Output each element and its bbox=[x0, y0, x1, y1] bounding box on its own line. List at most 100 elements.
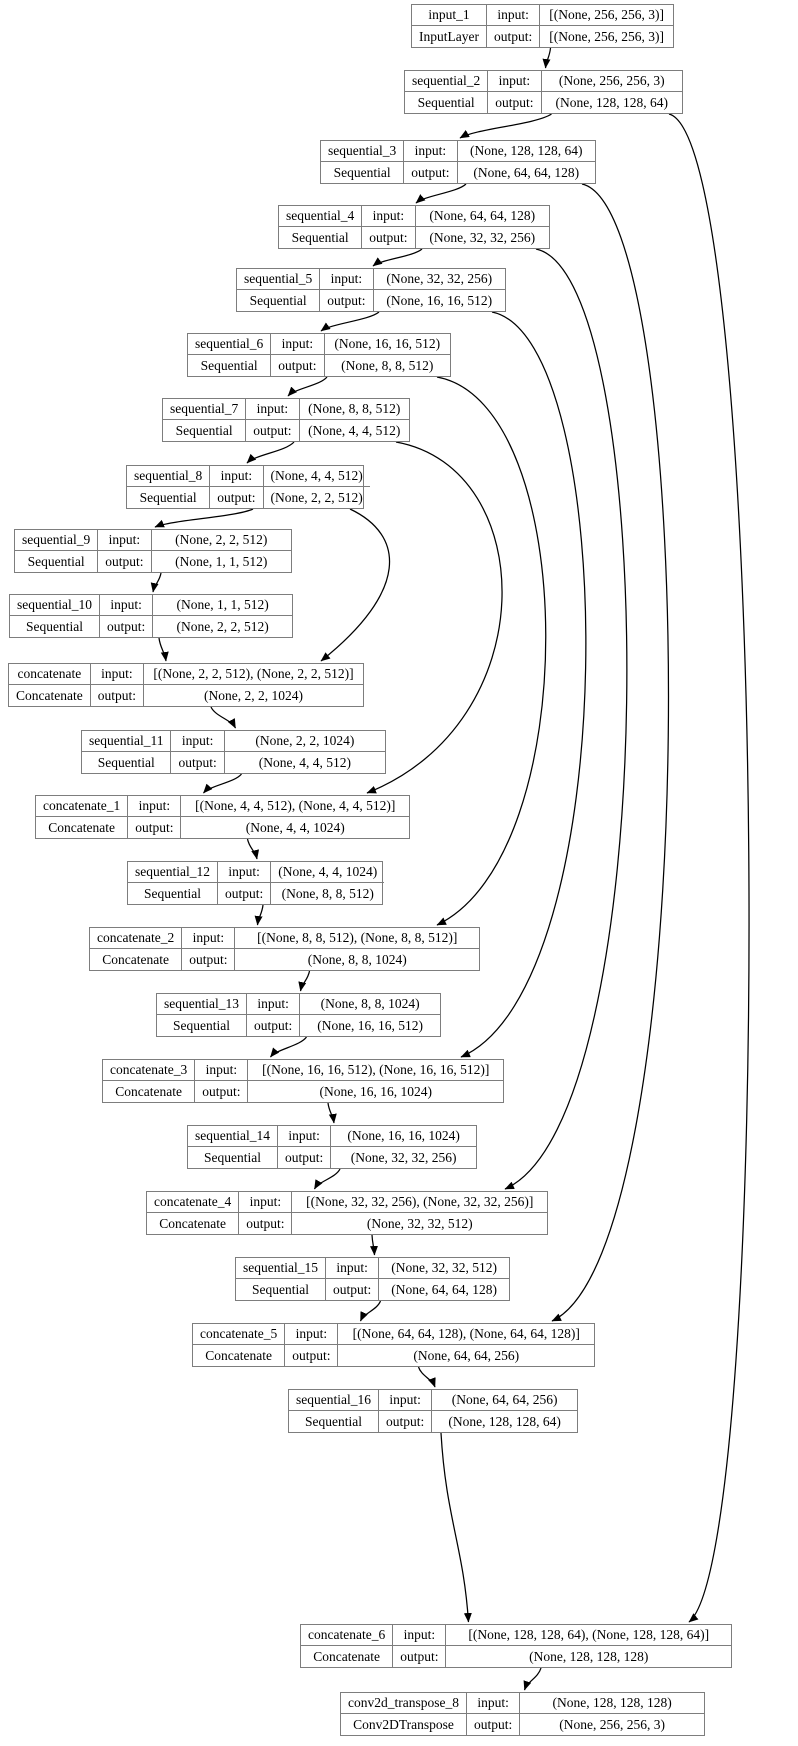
output-shape: (None, 16, 16, 512) bbox=[317, 1017, 423, 1033]
input-shape: [(None, 128, 128, 64), (None, 128, 128, … bbox=[446, 1625, 731, 1646]
edge-sequential_8-to-sequential_9 bbox=[154, 508, 254, 528]
edge-concatenate_2-to-sequential_13 bbox=[298, 970, 311, 992]
output-shape: (None, 2, 2, 1024) bbox=[204, 687, 303, 703]
edge-sequential_3-to-concatenate_5 bbox=[551, 183, 670, 1322]
output-label: output: bbox=[246, 420, 300, 441]
node-class: Sequential bbox=[405, 92, 489, 113]
edge-sequential_15-to-concatenate_5 bbox=[359, 1300, 382, 1322]
edge-sequential_6-to-sequential_7 bbox=[287, 376, 328, 397]
input-label: input: bbox=[99, 595, 154, 616]
output-label: output: bbox=[362, 227, 416, 248]
input-shape: (None, 256, 256, 3) bbox=[541, 71, 682, 92]
edge-sequential_4-to-sequential_5 bbox=[372, 248, 423, 267]
node-name: sequential_15 bbox=[236, 1258, 326, 1279]
node-class: Concatenate bbox=[147, 1213, 240, 1234]
node-name: concatenate_2 bbox=[90, 928, 183, 949]
output-label: output: bbox=[285, 1345, 339, 1366]
input-shape: (None, 2, 2, 512) bbox=[151, 530, 291, 551]
edge-sequential_14-to-concatenate_4 bbox=[313, 1168, 341, 1190]
node-class: Concatenate bbox=[103, 1081, 196, 1102]
edge-sequential_2-to-concatenate_6 bbox=[668, 113, 750, 1623]
edge-sequential_5-to-sequential_6 bbox=[320, 311, 380, 332]
node-name: sequential_16 bbox=[289, 1390, 379, 1411]
node-name: sequential_11 bbox=[82, 731, 172, 752]
edge-concatenate_4-to-sequential_15 bbox=[369, 1234, 378, 1256]
output-label: output: bbox=[171, 752, 225, 773]
input-label: input: bbox=[195, 1060, 249, 1081]
output-shape: (None, 32, 32, 512) bbox=[366, 1215, 473, 1231]
node-name: concatenate_4 bbox=[147, 1192, 240, 1213]
node-name: concatenate_3 bbox=[103, 1060, 196, 1081]
input-shape: (None, 1, 1, 512) bbox=[153, 595, 292, 616]
input-shape: (None, 64, 64, 128) bbox=[415, 206, 549, 227]
output-label: output: bbox=[100, 616, 154, 637]
input-label: input: bbox=[182, 928, 236, 949]
output-label: output: bbox=[271, 355, 325, 376]
input-shape: (None, 16, 16, 512) bbox=[324, 334, 450, 355]
edge-sequential_11-to-concatenate_1 bbox=[203, 773, 242, 794]
output-label: output: bbox=[182, 949, 236, 970]
node-class: Concatenate bbox=[301, 1646, 394, 1667]
input-label: input: bbox=[378, 1390, 433, 1411]
input-shape: [(None, 8, 8, 512), (None, 8, 8, 512)] bbox=[235, 928, 479, 949]
output-shape: (None, 128, 128, 64) bbox=[448, 1413, 561, 1429]
node-class: Sequential bbox=[279, 227, 363, 248]
edge-concatenate_1-to-sequential_12 bbox=[246, 838, 260, 860]
output-shape: (None, 64, 64, 256) bbox=[413, 1347, 520, 1363]
output-shape: (None, 16, 16, 1024) bbox=[319, 1083, 432, 1099]
output-label: output: bbox=[393, 1646, 447, 1667]
node-class: Sequential bbox=[128, 883, 218, 904]
node-class: Sequential bbox=[289, 1411, 379, 1432]
input-label: input: bbox=[128, 796, 182, 817]
input-label: input: bbox=[239, 1192, 293, 1213]
output-shape: (None, 2, 2, 512) bbox=[270, 489, 363, 505]
node-class: Sequential bbox=[236, 1279, 326, 1300]
input-shape: [(None, 2, 2, 512), (None, 2, 2, 512)] bbox=[143, 664, 363, 685]
input-shape: (None, 32, 32, 512) bbox=[379, 1258, 509, 1279]
input-shape: (None, 2, 2, 1024) bbox=[224, 731, 385, 752]
input-shape: (None, 4, 4, 512) bbox=[263, 466, 370, 487]
input-shape: (None, 128, 128, 64) bbox=[457, 141, 595, 162]
node-class: Sequential bbox=[15, 551, 99, 572]
input-label: input: bbox=[404, 141, 458, 162]
output-shape: (None, 8, 8, 1024) bbox=[307, 951, 407, 967]
node-name: sequential_14 bbox=[188, 1126, 278, 1147]
input-shape: [(None, 64, 64, 128), (None, 64, 64, 128… bbox=[338, 1324, 594, 1345]
edge-sequential_7-to-sequential_8 bbox=[246, 441, 295, 464]
node-name: concatenate_5 bbox=[193, 1324, 286, 1345]
node-name: sequential_7 bbox=[163, 399, 247, 420]
node-class: Sequential bbox=[188, 1147, 278, 1168]
edge-sequential_6-to-concatenate_2 bbox=[436, 376, 547, 926]
output-shape: (None, 4, 4, 1024) bbox=[245, 819, 345, 835]
node-class: Concatenate bbox=[193, 1345, 286, 1366]
input-label: input: bbox=[486, 5, 541, 26]
node-name: sequential_12 bbox=[128, 862, 218, 883]
node-name: sequential_5 bbox=[237, 269, 321, 290]
node-class: Concatenate bbox=[36, 817, 129, 838]
output-shape: (None, 64, 64, 128) bbox=[391, 1281, 497, 1297]
output-shape: (None, 8, 8, 512) bbox=[281, 885, 374, 901]
output-shape: (None, 1, 1, 512) bbox=[175, 553, 268, 569]
node-name: concatenate bbox=[9, 664, 91, 685]
input-label: input: bbox=[90, 664, 144, 685]
input-label: input: bbox=[210, 466, 264, 487]
edge-sequential_2-to-sequential_3 bbox=[459, 113, 552, 139]
input-label: input: bbox=[98, 530, 152, 551]
output-label: output: bbox=[488, 92, 542, 113]
node-name: sequential_13 bbox=[157, 994, 247, 1015]
node-name: sequential_9 bbox=[15, 530, 99, 551]
input-shape: (None, 64, 64, 256) bbox=[432, 1390, 577, 1411]
